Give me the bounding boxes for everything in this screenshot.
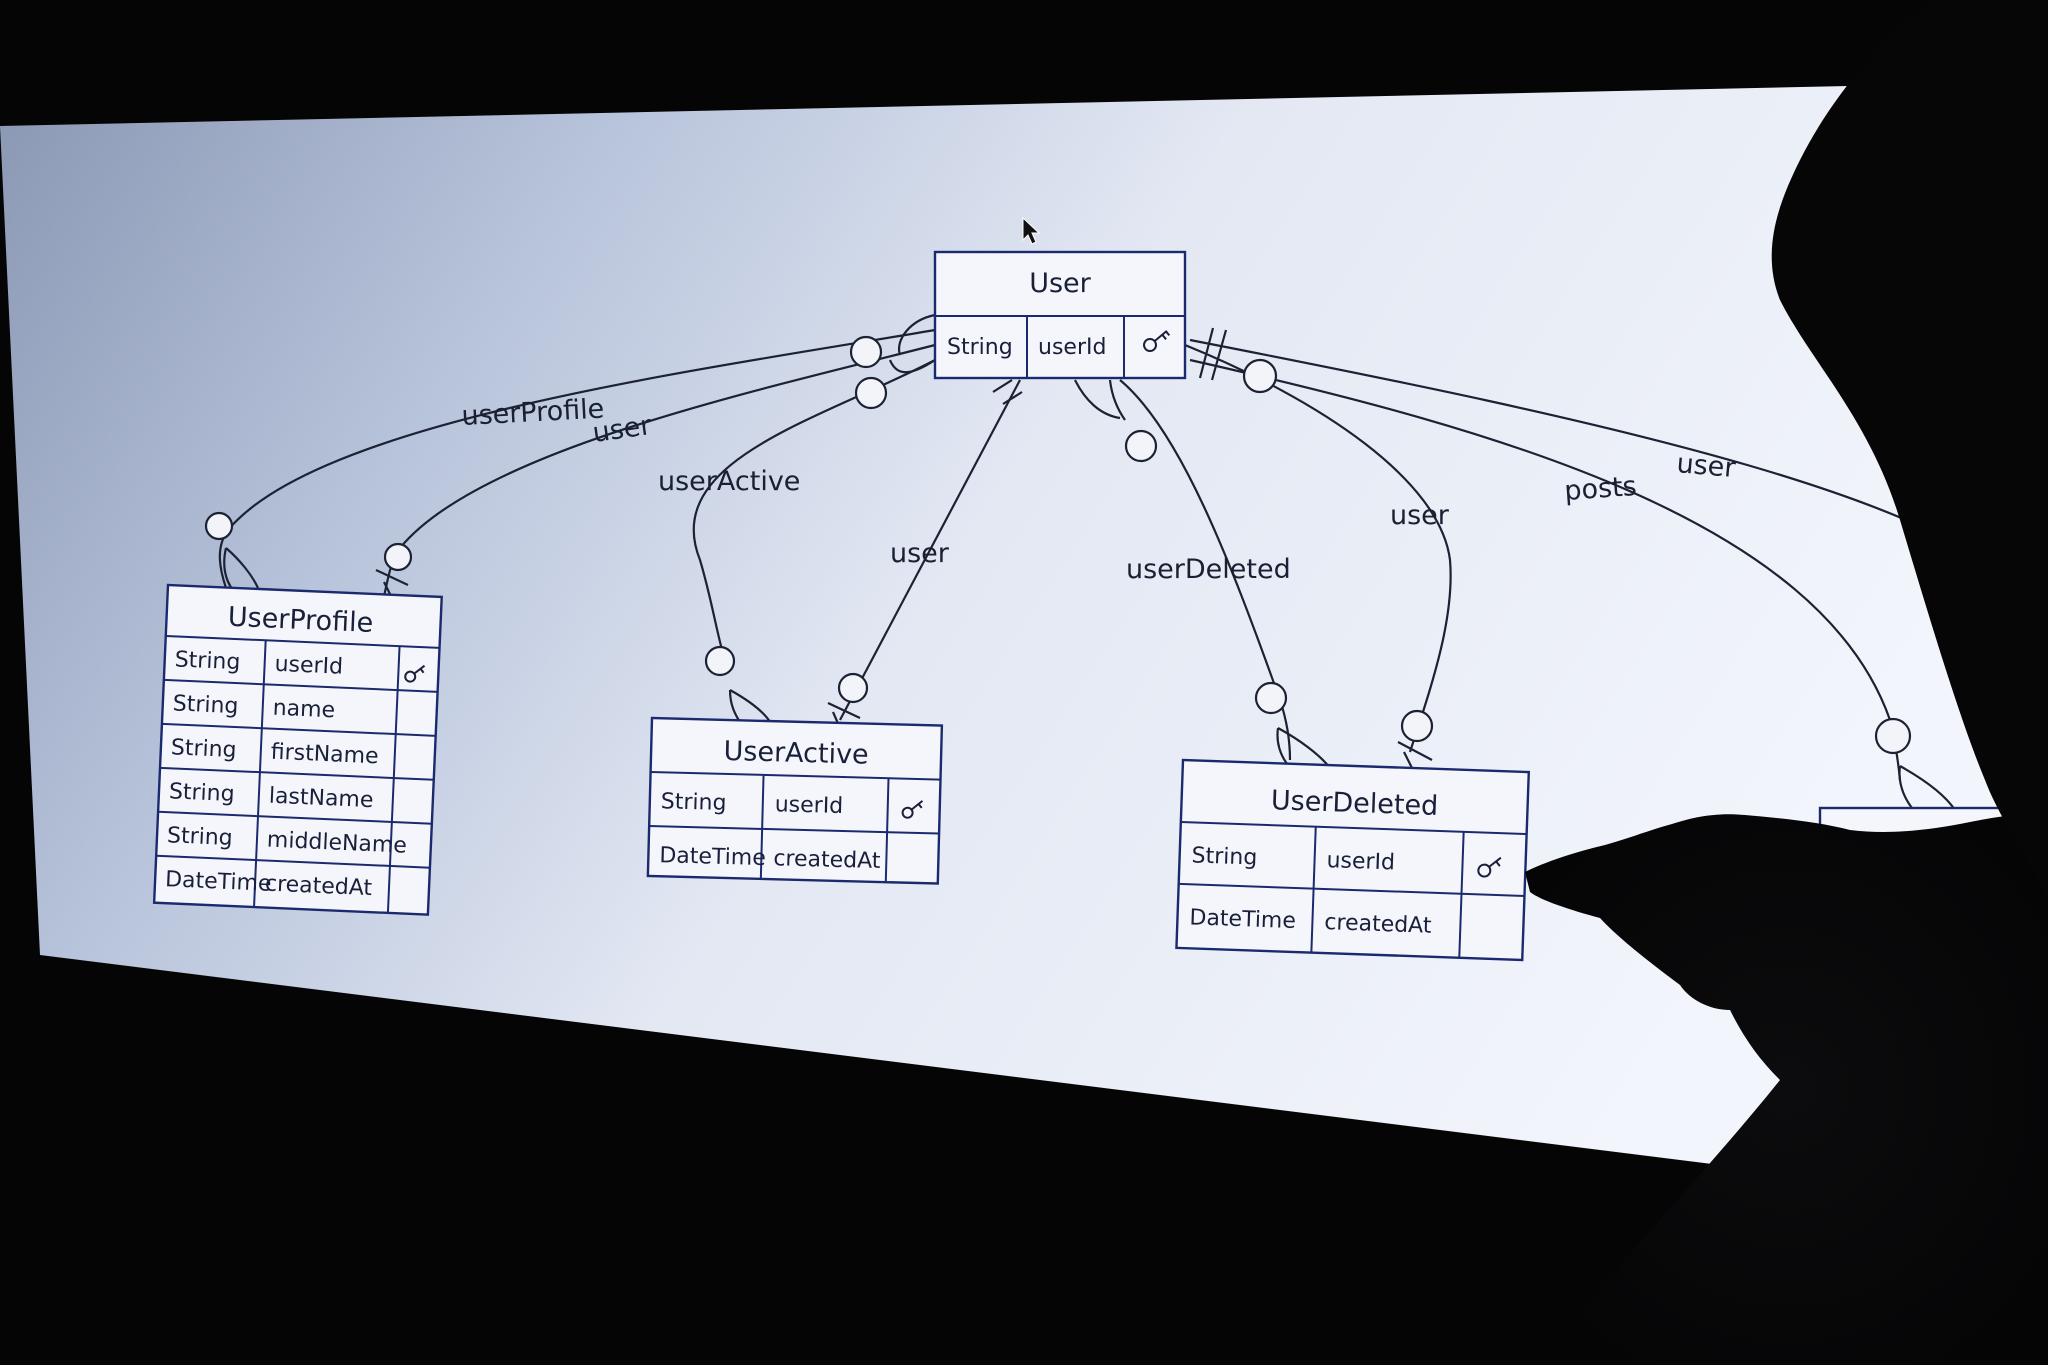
- entity-useractive-title: UserActive: [723, 736, 869, 771]
- one-marker: [1397, 741, 1433, 769]
- one-marker: [1198, 327, 1228, 381]
- cell-type: String: [660, 789, 726, 816]
- cell-type: DateTime: [165, 867, 272, 897]
- monitor-screen: [0, 80, 2048, 1190]
- cell-field: name: [272, 696, 335, 724]
- optional-marker: [704, 645, 736, 677]
- cell-field: userId: [1326, 848, 1395, 875]
- rel-label-posts: posts: [1563, 471, 1637, 507]
- entity-useractive[interactable]: UserActive String userId DateTime create…: [646, 716, 944, 885]
- rel-label-active-user: user: [890, 538, 950, 569]
- shoulder-silhouette: [1771, 0, 2048, 900]
- cell-field: createdAt: [265, 872, 373, 902]
- optional-marker: [837, 672, 869, 704]
- cell-field: lastName: [268, 784, 374, 814]
- optional-marker: [1242, 358, 1278, 394]
- rel-line-userdeleted: [1119, 379, 1292, 761]
- cell-field: createdAt: [1324, 910, 1432, 939]
- cell-type: DateTime: [659, 843, 766, 871]
- optional-marker: [1874, 717, 1912, 755]
- cell-type: String: [1191, 843, 1257, 870]
- key-icon: [901, 800, 924, 819]
- entity-userprofile[interactable]: UserProfile String userId String name St…: [152, 583, 443, 916]
- optional-marker: [1124, 429, 1158, 463]
- entity-user[interactable]: User String userId: [933, 250, 1187, 380]
- pointing-hand-silhouette: [1525, 812, 2048, 1365]
- one-marker: [992, 379, 1023, 405]
- crows-foot-marker: [888, 313, 936, 374]
- entity-user-field-cell: userId: [1038, 335, 1106, 360]
- rel-label-post-user: user: [1675, 448, 1737, 484]
- relationship-labels: userProfile user userActive user userDel…: [461, 394, 1738, 585]
- cell-field: firstName: [270, 740, 379, 770]
- rel-line-userprofile: [218, 328, 936, 589]
- cell-field: middleName: [266, 828, 407, 859]
- optional-marker: [854, 376, 888, 410]
- rel-label-deleted-user: user: [1390, 500, 1450, 531]
- rel-label-useractive: userActive: [658, 466, 800, 497]
- cell-field: userId: [774, 792, 843, 819]
- cell-type: String: [172, 691, 239, 719]
- optional-marker: [1254, 681, 1288, 715]
- cell-type: String: [167, 823, 234, 851]
- optional-marker: [204, 511, 234, 541]
- rel-line-deleted-user: [1184, 343, 1452, 753]
- entity-userprofile-title: UserProfile: [227, 602, 374, 639]
- rel-label-userdeleted: userDeleted: [1126, 554, 1291, 585]
- optional-marker: [383, 542, 413, 572]
- entity-userdeleted-title: UserDeleted: [1270, 785, 1438, 822]
- optional-marker: [1400, 709, 1434, 743]
- entity-userdeleted[interactable]: UserDeleted String userId DateTime creat…: [1175, 758, 1531, 962]
- mouse-cursor-icon: [1022, 216, 1041, 245]
- key-icon: [404, 664, 426, 683]
- cell-type: String: [168, 779, 235, 807]
- cell-field: createdAt: [773, 846, 881, 874]
- cell-field: userId: [274, 652, 343, 680]
- crows-foot-marker: [1898, 765, 1956, 811]
- rel-label-userprofile: userProfile: [461, 394, 605, 432]
- cell-type: String: [174, 647, 241, 675]
- rel-line-active-user: [839, 379, 1021, 721]
- crows-foot-marker: [1074, 379, 1126, 421]
- cell-type: DateTime: [1189, 905, 1296, 934]
- entity-user-title: User: [1029, 268, 1091, 299]
- optional-marker: [849, 335, 883, 369]
- entity-user-type-cell: String: [947, 335, 1013, 360]
- rel-line-useractive: [692, 359, 936, 665]
- key-icon: [1143, 330, 1171, 352]
- cell-type: String: [170, 735, 237, 763]
- key-icon: [1477, 856, 1502, 878]
